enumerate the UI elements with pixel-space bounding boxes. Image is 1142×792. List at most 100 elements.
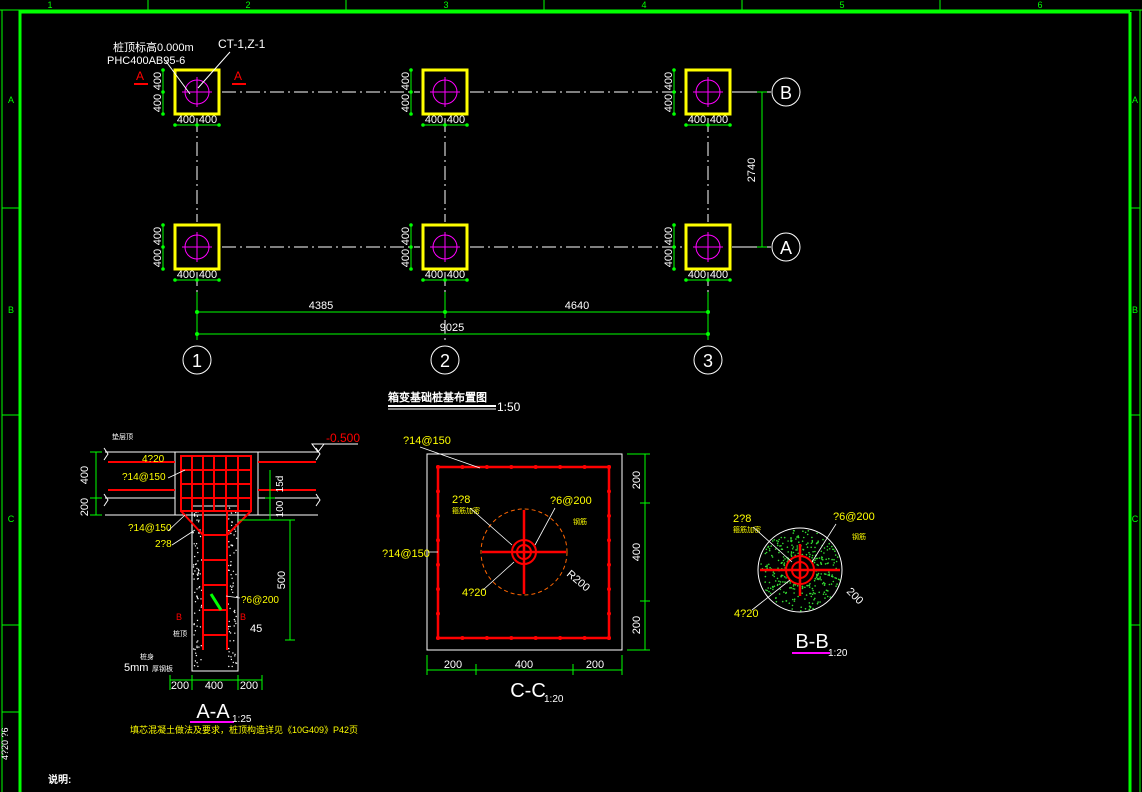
hatch-dot (765, 548, 768, 551)
hatch-dot (834, 577, 836, 579)
hatch-dot (788, 602, 791, 604)
hatch-dot (796, 545, 798, 547)
hatch-dot (234, 609, 236, 612)
hatch-dot (194, 555, 196, 558)
dim-tick (409, 112, 413, 116)
hatch-dot (804, 598, 806, 600)
plan-view: 2740 4385 4640 9025 B A 1 (107, 37, 801, 414)
cap-outline (173, 68, 221, 116)
hatch-dot (198, 569, 200, 572)
rebar-dot (436, 636, 440, 640)
hatch-dot (196, 573, 198, 575)
hatch-dot (228, 546, 230, 548)
hatch-dot (235, 537, 238, 539)
cap-dim-top: 400 (152, 227, 164, 245)
cc-rebar-side: ?14@150 (382, 548, 430, 560)
hatch-dot (811, 536, 813, 539)
hatch-dot (776, 542, 779, 545)
hatch-dot (777, 559, 780, 562)
hatch-dot (790, 552, 793, 554)
hatch-dot (197, 560, 199, 562)
hatch-dot (832, 548, 834, 551)
hatch-dot (781, 574, 784, 577)
dim-tick (672, 90, 676, 94)
hatch-dot (193, 634, 195, 636)
bb-hatch (760, 529, 841, 612)
hatch-dot (830, 583, 833, 585)
cap-dim-bottom: 400 (400, 94, 412, 112)
notes-heading: 说明: (48, 773, 71, 786)
hatch-dot (196, 519, 198, 521)
hatch-dot (194, 545, 197, 547)
hatch-dot (781, 600, 784, 603)
hatch-dot (195, 654, 198, 657)
hatch-dot (813, 561, 816, 564)
hatch-dot (805, 543, 808, 546)
aa-rebar-stirrup: ?14@150 (122, 472, 166, 483)
rebar-dot (607, 611, 611, 616)
hatch-dot (199, 626, 202, 628)
hatch-dot (234, 632, 236, 634)
hatch-dot (797, 536, 800, 539)
aa-rebar-top: 4?20 (142, 454, 165, 465)
hatch-dot (766, 565, 768, 568)
hatch-dot (228, 651, 230, 653)
axis-bubble-3: 3 (693, 345, 723, 375)
hatch-dot (231, 665, 233, 668)
hatch-dot (229, 607, 231, 610)
dim-tick (161, 245, 165, 249)
hatch-dot (792, 587, 794, 590)
axis-label-2: 2 (440, 351, 450, 371)
hatch-dot (232, 570, 235, 572)
hatch-dot (230, 561, 232, 563)
hatch-dot (823, 573, 826, 575)
cap-dim-bottom: 400 (663, 94, 675, 112)
cap-outline (684, 223, 732, 271)
hatch-dot (791, 544, 793, 546)
hatch-dot (193, 515, 196, 517)
hatch-dot (828, 542, 830, 545)
hatch-dot (197, 571, 200, 573)
col-number-1: 1 (47, 0, 52, 10)
hatch-dot (824, 597, 826, 599)
hatch-dot (230, 532, 232, 535)
hatch-dot (802, 530, 804, 532)
hatch-dot (230, 656, 232, 658)
hatch-dot (771, 556, 774, 558)
hatch-dot (800, 606, 802, 608)
section-mark-a: A A (134, 69, 246, 85)
hatch-dot (808, 551, 810, 554)
row-letter-b-right: B (1132, 305, 1138, 315)
hatch-dot (814, 546, 816, 549)
hatch-dot (780, 545, 782, 547)
row-letter-c-left: C (8, 514, 15, 524)
hatch-dot (192, 566, 195, 568)
hatch-dot (778, 551, 780, 554)
hatch-dot (779, 588, 782, 591)
hatch-dot (783, 576, 786, 578)
hatch-dot (199, 573, 201, 575)
hatch-dot (804, 531, 807, 534)
col-number-3: 3 (443, 0, 448, 10)
hatch-dot (828, 583, 831, 586)
hatch-dot (773, 585, 776, 587)
hatch-dot (196, 619, 199, 622)
hatch-dot (805, 594, 808, 596)
dim-tick (706, 278, 710, 282)
hatch-dot (196, 595, 198, 598)
hatch-dot (192, 564, 195, 566)
hatch-dot (816, 578, 819, 580)
hatch-dot (816, 532, 818, 535)
hatch-dot (772, 571, 775, 573)
hatch-dot (234, 611, 236, 614)
hatch-dot (822, 593, 825, 595)
hatch-dot (235, 511, 237, 514)
aa-dim-w-left: 200 (171, 680, 189, 692)
hatch-dot (812, 592, 815, 594)
